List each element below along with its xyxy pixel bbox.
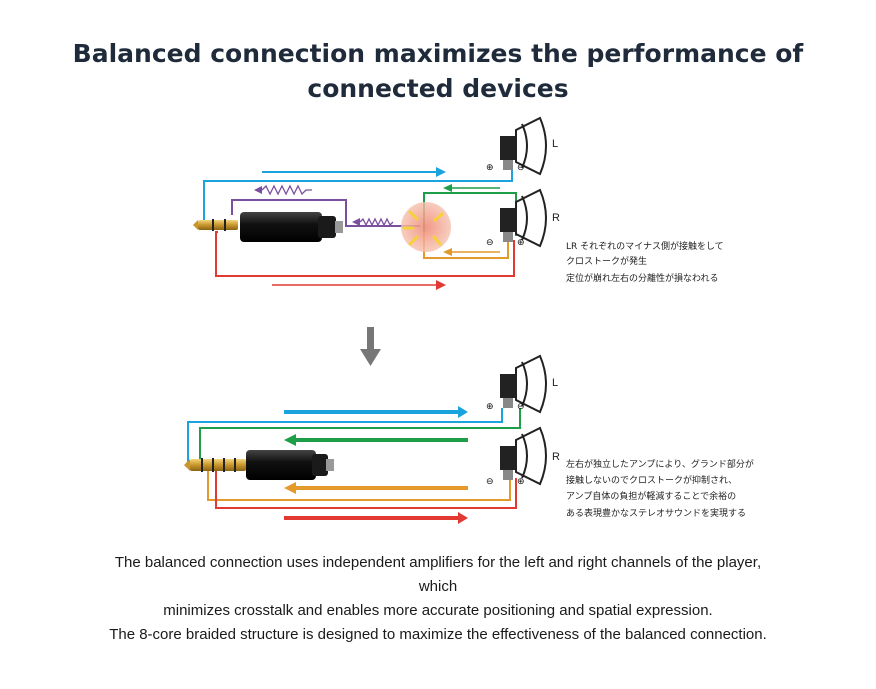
red-signal-arrow <box>284 512 468 524</box>
minus-terminal-right: ⊖ <box>486 477 494 487</box>
balanced-note-line-3: アンプ自体の負担が軽減することで余裕の <box>566 490 736 502</box>
plus-terminal-right: ⊕ <box>517 238 525 248</box>
title-line-2: connected devices <box>307 74 569 103</box>
unbalanced-diagram: L ⊕ ⊖ R ⊖ ⊕ LR それぞれのマイナス側が接触をして クロストークが発… <box>193 116 724 290</box>
blue-signal-arrow <box>284 406 468 418</box>
purple-wire <box>231 199 420 227</box>
green-return-arrow <box>284 434 468 446</box>
crosstalk-note-line-2: クロストークが発生 <box>566 255 647 267</box>
minus-terminal-right: ⊖ <box>486 238 494 248</box>
page-title: Balanced connection maximizes the perfor… <box>0 36 876 106</box>
balanced-note-line-4: ある表現豊かなステレオサウンドを実現する <box>566 507 746 519</box>
speaker-right-icon <box>500 188 547 248</box>
crosstalk-note-line-1: LR それぞれのマイナス側が接触をして <box>566 240 724 252</box>
caption-line-2: which <box>418 578 458 595</box>
plus-terminal-right: ⊕ <box>517 477 525 487</box>
down-arrow-icon <box>360 327 381 366</box>
crosstalk-note-line-3: 定位が崩れ左右の分離性が損なわれる <box>566 272 719 284</box>
channel-label-left: L <box>552 138 558 150</box>
description-caption: The balanced connection uses independent… <box>40 551 836 647</box>
purple-noise-arrow-upper <box>254 184 312 196</box>
spark-icon <box>402 210 444 246</box>
red-wire <box>215 466 517 509</box>
balanced-note-line-1: 左右が独立したアンプにより、グランド部分が <box>566 458 754 470</box>
speaker-left-icon <box>500 116 547 176</box>
caption-line-4: The 8-core braided structure is designed… <box>109 626 767 643</box>
orange-return-arrow <box>443 248 500 256</box>
minus-terminal-left: ⊖ <box>517 402 525 412</box>
red-signal-arrow <box>272 280 446 290</box>
green-return-arrow <box>443 184 500 192</box>
unbalanced-plug <box>193 212 343 242</box>
plus-terminal-left: ⊕ <box>486 163 494 173</box>
speaker-right-icon <box>500 426 547 486</box>
green-wire <box>199 408 521 462</box>
blue-signal-arrow <box>262 167 446 177</box>
channel-label-right: R <box>552 451 560 463</box>
channel-label-right: R <box>552 212 560 224</box>
orange-wire <box>207 466 511 501</box>
caption-line-1: The balanced connection uses independent… <box>114 554 762 571</box>
purple-noise-arrow-lower <box>352 217 394 227</box>
caption-line-3: minimizes crosstalk and enables more acc… <box>163 602 713 619</box>
plus-terminal-left: ⊕ <box>486 402 494 412</box>
speaker-left-icon <box>500 354 547 414</box>
balanced-note-line-2: 接触しないのでクロストークが抑制され、 <box>566 474 737 486</box>
balanced-plug <box>184 450 334 480</box>
balanced-diagram: L ⊕ ⊖ R ⊖ ⊕ 左右が独立したアンプにより、グランド部分が 接触しないの… <box>184 354 754 524</box>
red-wire <box>215 231 515 277</box>
blue-wire <box>187 408 503 462</box>
orange-return-arrow <box>284 482 468 494</box>
minus-terminal-left: ⊖ <box>517 163 525 173</box>
title-line-1: Balanced connection maximizes the perfor… <box>72 39 804 68</box>
channel-label-left: L <box>552 377 558 389</box>
